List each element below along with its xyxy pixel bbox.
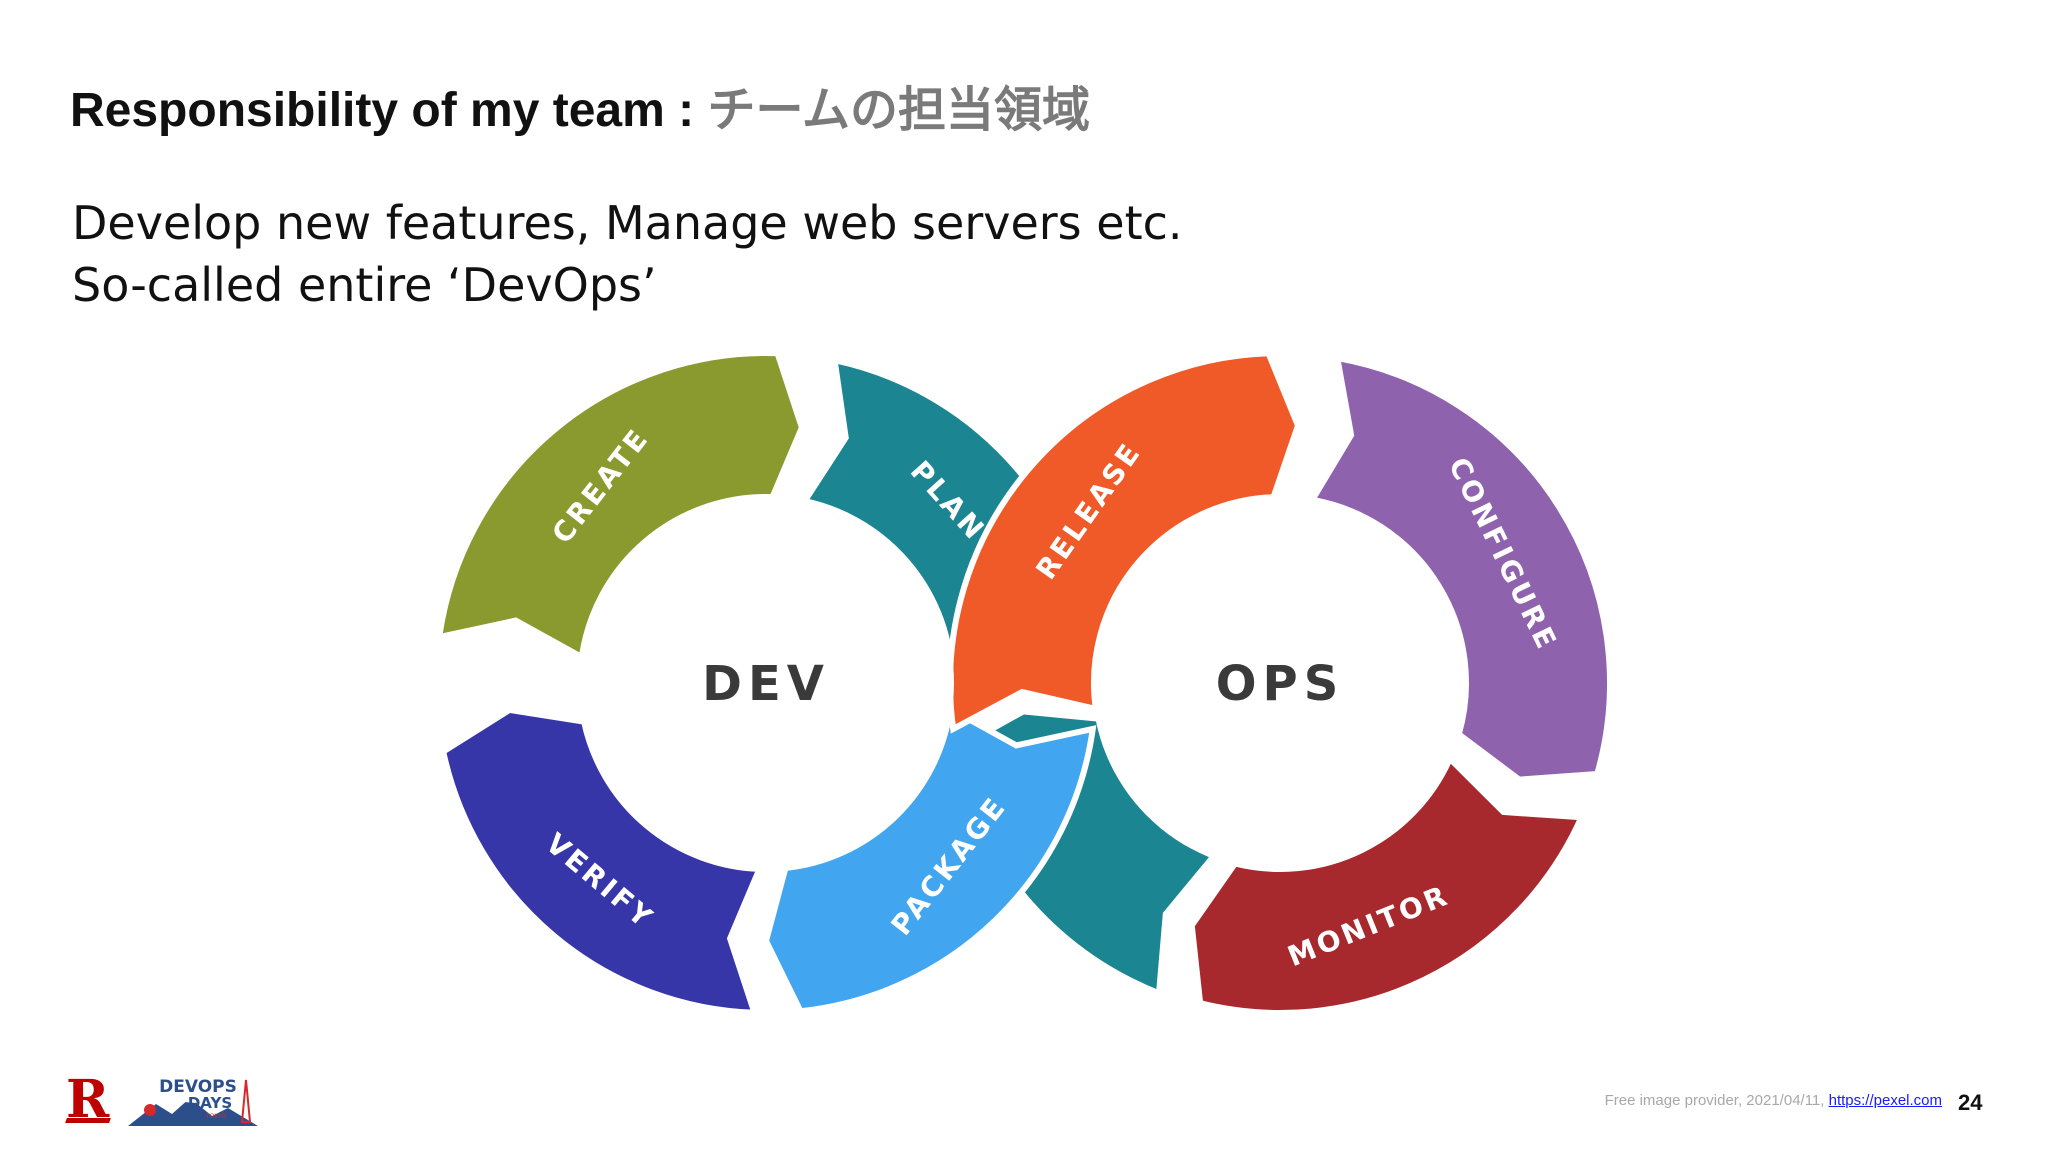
logo-days-text: DAYS xyxy=(188,1094,232,1112)
title-english: Responsibility of my team xyxy=(70,84,665,137)
logo-devops-text: DEVOPS xyxy=(159,1077,237,1097)
dev-center xyxy=(578,495,954,871)
mountain-shape xyxy=(128,1098,258,1126)
slide-body: Develop new features, Manage web servers… xyxy=(72,192,1183,316)
body-line-1: Develop new features, Manage web servers… xyxy=(72,196,1183,250)
image-credit-link[interactable]: https://pexel.com xyxy=(1828,1092,1942,1109)
image-credit: Free image provider, 2021/04/11, https:/… xyxy=(1605,1092,1942,1109)
title-separator: : xyxy=(664,84,708,137)
sun-circle xyxy=(144,1104,156,1116)
body-line-2: So-called entire ‘DevOps’ xyxy=(72,258,657,312)
page-number: 24 xyxy=(1958,1090,1983,1115)
ops-label: OPS xyxy=(1216,656,1345,712)
image-credit-text: Free image provider, 2021/04/11, xyxy=(1604,1092,1829,1109)
rakuten-logo: R xyxy=(66,1069,110,1130)
logo-tokyo-text: TOKYO xyxy=(205,1113,226,1120)
slide-title: Responsibility of my team : チームの担当領域 xyxy=(70,70,1090,140)
ops-center xyxy=(1092,495,1468,871)
rakuten-logo-underline xyxy=(65,1118,111,1123)
tower-icon xyxy=(240,1079,252,1123)
title-japanese: チームの担当領域 xyxy=(707,84,1091,137)
devopsdays-tokyo-logo: DEVOPS DAYS TOKYO xyxy=(128,1074,258,1126)
dev-label: DEV xyxy=(702,656,830,712)
